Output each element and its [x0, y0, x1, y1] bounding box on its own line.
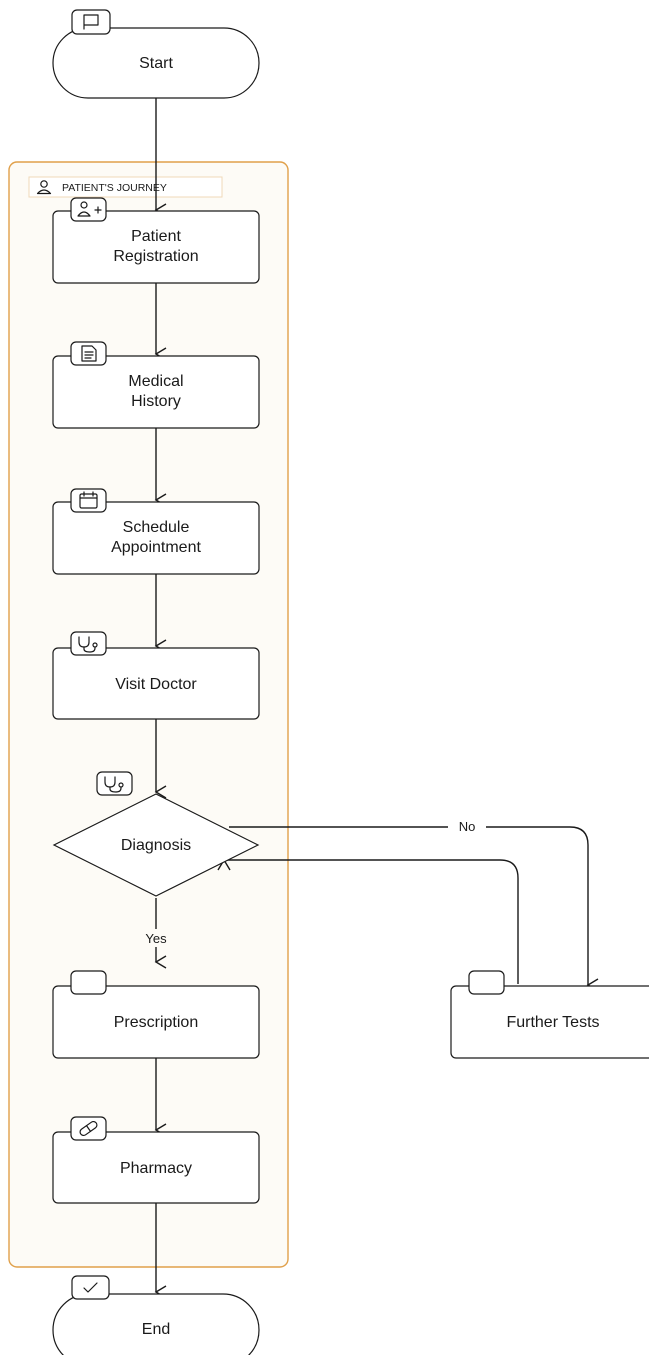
schedule-label-line1: Schedule — [123, 519, 190, 536]
document-icon — [70, 341, 107, 366]
node-medical-history[interactable]: Medical History — [52, 341, 260, 429]
edge-label-yes: Yes — [138, 929, 174, 947]
node-pharmacy[interactable]: Pharmacy — [52, 1116, 260, 1204]
yes-label: Yes — [145, 931, 167, 946]
node-prescription[interactable]: Prescription — [52, 970, 260, 1059]
check-icon — [71, 1275, 110, 1300]
schedule-label-line2: Appointment — [111, 539, 201, 556]
end-label: End — [142, 1321, 170, 1338]
stethoscope-icon — [70, 631, 107, 656]
history-label-line1: Medical — [128, 373, 183, 390]
blank-icon — [70, 970, 107, 995]
edge-diagnosis-tests-no — [229, 826, 599, 992]
history-label-line2: History — [131, 393, 181, 410]
node-diagnosis[interactable]: Diagnosis — [52, 771, 260, 897]
user-icon — [36, 180, 52, 195]
node-visit-doctor[interactable]: Visit Doctor — [52, 631, 260, 720]
node-patient-registration[interactable]: Patient Registration — [52, 197, 260, 284]
start-label: Start — [139, 55, 173, 72]
group-label-tag: PATIENT'S JOURNEY — [28, 176, 223, 198]
calendar-icon — [70, 488, 107, 513]
pharmacy-label: Pharmacy — [120, 1160, 192, 1177]
blank-icon — [468, 970, 505, 995]
node-schedule-appointment[interactable]: Schedule Appointment — [52, 488, 260, 575]
registration-label-line1: Patient — [131, 228, 181, 245]
pill-icon — [70, 1116, 107, 1141]
node-further-tests[interactable]: Further Tests — [450, 970, 649, 1059]
no-label: No — [459, 819, 476, 834]
diagnosis-label: Diagnosis — [121, 837, 191, 854]
edge-tests-diagnosis — [217, 858, 519, 984]
group-label: PATIENT'S JOURNEY — [62, 182, 167, 194]
node-start[interactable]: Start — [52, 9, 260, 99]
flag-icon — [71, 9, 111, 35]
registration-label-line2: Registration — [113, 248, 198, 265]
user-plus-icon — [70, 197, 107, 222]
edge-label-no: No — [448, 817, 486, 835]
stethoscope-icon — [96, 771, 133, 796]
tests-label: Further Tests — [506, 1014, 599, 1031]
prescription-label: Prescription — [114, 1014, 198, 1031]
node-end[interactable]: End — [52, 1275, 260, 1355]
visit-label: Visit Doctor — [115, 676, 197, 693]
